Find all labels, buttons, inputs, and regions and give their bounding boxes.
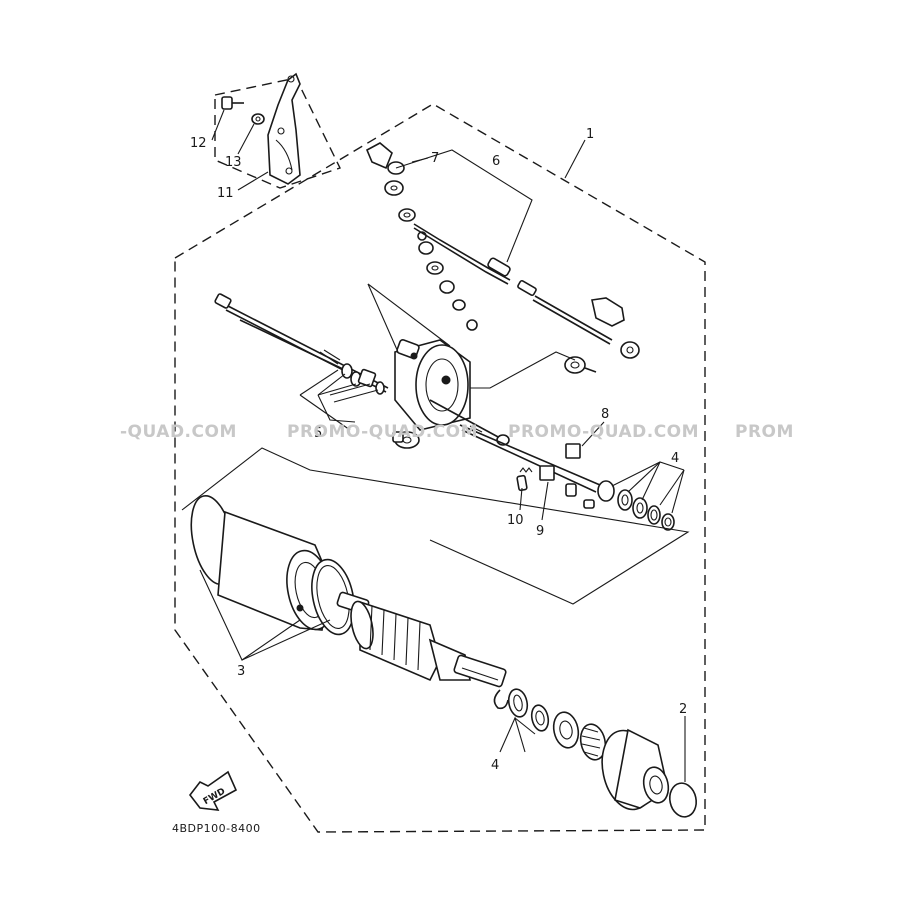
callout-13: 13 — [225, 155, 242, 170]
assembly-outline-main — [174, 103, 706, 833]
terminal-end-bearing — [564, 356, 597, 374]
fwd-arrow-icon: FWD — [188, 770, 238, 811]
callout-3: 3 — [237, 664, 245, 679]
callout-9: 9 — [536, 524, 544, 539]
watermark-1: -QUAD.COM — [120, 422, 237, 442]
armature — [336, 591, 507, 688]
callout-4-lower: 4 — [491, 758, 499, 773]
cover-bushing — [392, 431, 420, 449]
callout-12: 12 — [190, 136, 207, 151]
terminal-kit-washers — [384, 161, 478, 331]
callout-7: 7 — [431, 151, 439, 166]
leader-lines — [199, 109, 686, 782]
brush-terminal-screw — [565, 483, 595, 509]
terminal-lead-wire — [413, 223, 640, 359]
watermark-3: PROMO-QUAD.COM — [508, 422, 699, 442]
oring-set-upper — [597, 480, 675, 531]
callout-10: 10 — [507, 513, 524, 528]
callout-5: 5 — [314, 426, 322, 441]
yoke-group-outline — [181, 447, 690, 605]
callout-11: 11 — [217, 186, 234, 201]
terminal-boot — [591, 297, 625, 327]
washer-set-5 — [341, 363, 385, 395]
callout-6: 6 — [492, 154, 500, 169]
callout-2: 2 — [679, 702, 687, 717]
terminal-cover-cap — [365, 142, 393, 170]
front-cover — [601, 728, 670, 811]
through-bolt-threaded — [239, 319, 346, 371]
callout-1: 1 — [586, 127, 594, 142]
diagram-code: 4BDP100-8400 — [172, 822, 261, 835]
front-oring — [669, 782, 697, 818]
armature-snap-ring — [493, 689, 509, 710]
overrunning-clutch — [579, 723, 607, 761]
watermark-2: PROMO-QUAD.COM — [287, 422, 478, 442]
watermark-row: -QUAD.COM PROMO-QUAD.COM PROMO-QUAD.COM … — [120, 422, 794, 442]
washer-set-lower — [507, 688, 550, 732]
rear-cover-housing — [394, 339, 471, 431]
callout-labels: 1 2 3 4 4 5 6 7 8 9 10 11 12 13 — [190, 127, 687, 773]
bracket-washer — [251, 113, 265, 125]
callout-4-upper: 4 — [671, 451, 679, 466]
starter-bracket — [267, 72, 301, 185]
watermark-4: PROM — [735, 422, 794, 442]
brush-spring — [516, 467, 533, 492]
assembly-outline-bracket — [214, 77, 341, 189]
brush-plate-wiring — [459, 424, 601, 493]
callout-8: 8 — [601, 407, 609, 422]
front-bearing — [552, 711, 580, 749]
brush-set — [539, 443, 581, 481]
bracket-bolt — [221, 96, 244, 110]
